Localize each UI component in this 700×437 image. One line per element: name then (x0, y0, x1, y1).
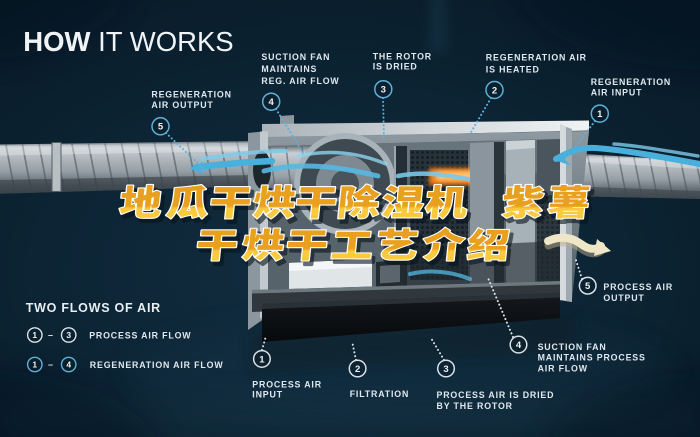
svg-text:–: – (48, 330, 53, 340)
svg-text:PROCESS AIR: PROCESS AIR (603, 282, 673, 292)
svg-text:AIR OUTPUT: AIR OUTPUT (151, 100, 213, 110)
svg-text:–: – (48, 360, 53, 370)
svg-text:3: 3 (443, 364, 448, 375)
svg-text:INPUT: INPUT (252, 390, 283, 400)
svg-text:MAINTAINS PROCESS: MAINTAINS PROCESS (538, 353, 646, 363)
svg-text:1: 1 (259, 354, 265, 365)
svg-text:1: 1 (32, 360, 37, 370)
svg-text:1: 1 (32, 330, 37, 340)
svg-text:3: 3 (381, 85, 386, 96)
svg-text:4: 4 (66, 360, 71, 370)
svg-text:BY THE ROTOR: BY THE ROTOR (437, 401, 513, 411)
svg-text:SUCTION FAN: SUCTION FAN (261, 52, 330, 62)
svg-text:5: 5 (585, 281, 591, 292)
svg-text:PROCESS AIR FLOW: PROCESS AIR FLOW (89, 331, 191, 341)
svg-text:MAINTAINS: MAINTAINS (261, 64, 317, 74)
svg-text:REGENERATION: REGENERATION (591, 77, 671, 87)
svg-text:REGENERATION: REGENERATION (151, 90, 231, 100)
svg-text:1: 1 (597, 109, 603, 120)
svg-text:HOW IT WORKS: HOW IT WORKS (23, 26, 233, 57)
svg-text:5: 5 (158, 122, 164, 133)
svg-text:REG. AIR FLOW: REG. AIR FLOW (261, 76, 339, 86)
svg-text:2: 2 (355, 364, 360, 375)
svg-text:IS HEATED: IS HEATED (486, 64, 540, 74)
svg-text:SUCTION FAN: SUCTION FAN (538, 342, 607, 352)
svg-text:AIR FLOW: AIR FLOW (538, 364, 588, 374)
svg-text:TWO FLOWS OF AIR: TWO FLOWS OF AIR (26, 301, 161, 315)
svg-text:FILTRATION: FILTRATION (350, 389, 409, 399)
svg-text:4: 4 (269, 97, 275, 108)
svg-text:3: 3 (66, 330, 71, 340)
svg-text:OUTPUT: OUTPUT (603, 293, 644, 303)
svg-text:REGENERATION AIR: REGENERATION AIR (486, 53, 587, 63)
svg-text:4: 4 (516, 340, 522, 351)
svg-text:2: 2 (492, 85, 497, 96)
svg-text:AIR INPUT: AIR INPUT (591, 88, 643, 98)
svg-text:IS DRIED: IS DRIED (373, 62, 418, 72)
svg-text:PROCESS AIR: PROCESS AIR (252, 379, 322, 389)
svg-text:REGENERATION AIR FLOW: REGENERATION AIR FLOW (90, 360, 224, 370)
svg-text:THE ROTOR: THE ROTOR (373, 51, 432, 61)
svg-text:PROCESS AIR IS DRIED: PROCESS AIR IS DRIED (437, 390, 555, 400)
